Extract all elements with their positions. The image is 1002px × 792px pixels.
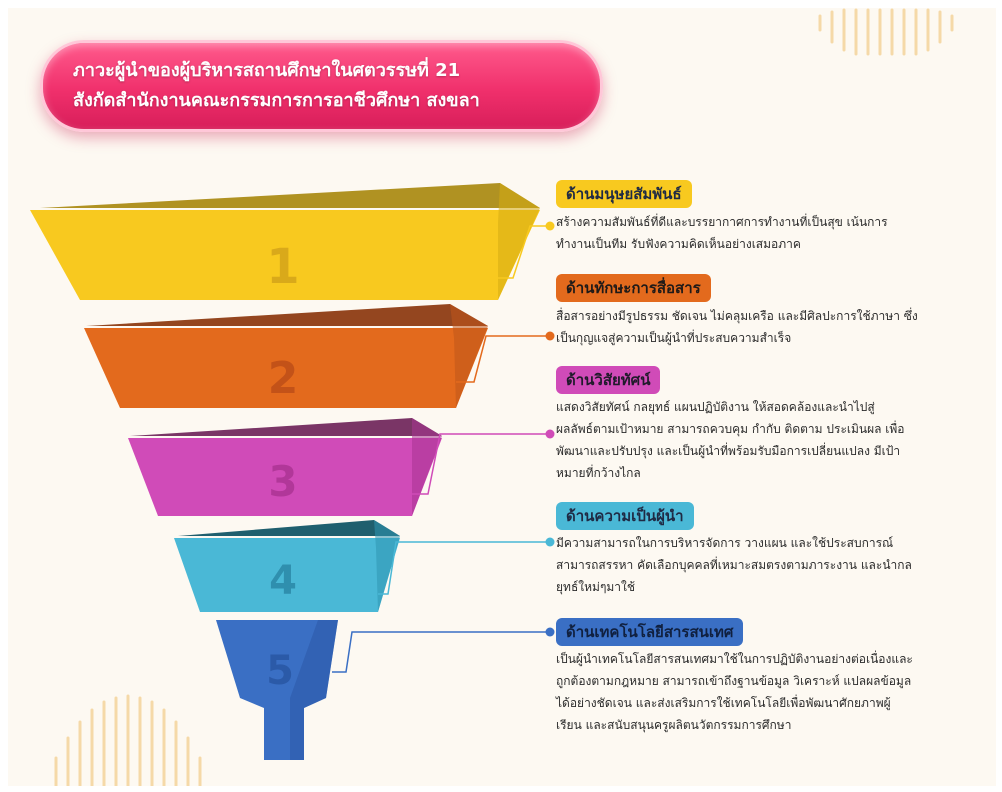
funnel-level-1: 1: [30, 183, 540, 300]
description-level-4-line: มีความสามารถในการบริหารจัดการ วางแผน และ…: [556, 536, 894, 550]
connector-dot-1: [545, 221, 555, 231]
funnel-level-4-side: [374, 520, 400, 612]
funnel-level-5-number: 5: [266, 648, 294, 694]
description-level-3-line: หมายที่กว้างไกล: [556, 466, 641, 480]
description-level-3-line: ผลลัพธ์ตามเป้าหมาย สามารถควบคุม กำกับ ติ…: [556, 422, 905, 436]
funnel-level-1-top: [40, 183, 540, 208]
description-level-5-line: เป็นผู้นำเทคโนโลยีสารสนเทศมาใช้ในการปฏิบ…: [556, 652, 913, 666]
title-line-1: ภาวะผู้นำของผู้บริหารสถานศึกษาในศตวรรษที…: [73, 60, 461, 81]
description-level-3-line: พัฒนาและปรับปรุง และเป็นผู้นำที่พร้อมรับ…: [556, 444, 901, 458]
funnel-level-3-number: 3: [268, 457, 297, 506]
description-level-5-line: ถูกต้องตามกฎหมาย สามารถเข้าถึงฐานข้อมูล …: [556, 674, 912, 688]
description-level-3: แสดงวิสัยทัศน์ กลยุทธ์ แผนปฏิบัติงาน ให้…: [556, 396, 976, 484]
funnel-level-4-top: [178, 520, 400, 536]
funnel-level-2-side: [450, 304, 488, 408]
connector-line-5: [332, 631, 550, 673]
funnel-level-2-face: [84, 328, 488, 408]
funnel-level-3: 3: [128, 418, 442, 516]
decor-stripes-bottom-left: [54, 694, 202, 786]
connector-line-4: [378, 541, 550, 595]
funnel-level-2-number: 2: [268, 353, 299, 404]
heading-level-5: ด้านเทคโนโลยีสารสนเทศ: [556, 618, 744, 646]
description-level-4-line: ยุทธ์ใหม่ๆมาใช้: [556, 580, 636, 594]
description-level-2: สื่อสารอย่างมีรูปธรรม ชัดเจน ไม่คลุมเครื…: [556, 305, 976, 349]
funnel-level-1-number: 1: [266, 239, 299, 295]
description-level-3-line: แสดงวิสัยทัศน์ กลยุทธ์ แผนปฏิบัติงาน ให้…: [556, 400, 875, 414]
description-level-4-line: สามารถสรรหา คัดเลือกบุคคลที่เหมาะสมตรงตา…: [556, 558, 912, 572]
description-level-2-line: สื่อสารอย่างมีรูปธรรม ชัดเจน ไม่คลุมเครื…: [556, 309, 918, 323]
funnel-level-3-top: [130, 418, 442, 436]
connector-dot-3: [545, 429, 555, 439]
funnel-level-3-side: [412, 418, 442, 516]
title-line-2: สังกัดสำนักงานคณะกรรมการการอาชีวศึกษา สง…: [73, 90, 480, 111]
connector-dot-2: [545, 331, 555, 341]
description-level-2-line: เป็นกุญแจสู่ความเป็นผู้นำที่ประสบความสำเ…: [556, 331, 792, 345]
funnel-level-3-face: [128, 438, 442, 516]
connector-line-2: [456, 335, 550, 383]
funnel-level-4: 4: [174, 520, 400, 612]
description-level-1-line: ทำงานเป็นทีม รับฟังความคิดเห็นอย่างเสมอภ…: [556, 237, 801, 251]
funnel-level-1-face: [30, 210, 540, 300]
description-level-5-line: ได้อย่างชัดเจน และส่งเสริมการใช้เทคโนโลย…: [556, 696, 891, 710]
connector-line-1: [498, 225, 550, 279]
heading-level-3: ด้านวิสัยทัศน์: [556, 366, 661, 394]
description-level-1-line: สร้างความสัมพันธ์ที่ดีและบรรยากาศการทำงา…: [556, 215, 888, 229]
funnel-level-5: 5: [216, 620, 338, 760]
heading-level-2: ด้านทักษะการสื่อสาร: [556, 274, 711, 302]
funnel-level-5-side: [290, 620, 338, 760]
funnel-diagram: 1 2 3 4 5: [30, 183, 555, 760]
decor-stripes-top-right: [818, 8, 954, 56]
title-banner: ภาวะผู้นำของผู้บริหารสถานศึกษาในศตวรรษที…: [40, 40, 603, 132]
description-level-5-line: เรียน และสนับสนุนครูผลิตนวัตกรรมการศึกษา: [556, 718, 792, 732]
funnel-level-1-side: [498, 183, 540, 300]
description-level-5: เป็นผู้นำเทคโนโลยีสารสนเทศมาใช้ในการปฏิบ…: [556, 648, 976, 736]
heading-level-4: ด้านความเป็นผู้นำ: [556, 502, 694, 530]
description-level-4: มีความสามารถในการบริหารจัดการ วางแผน และ…: [556, 532, 976, 598]
connector-dot-5: [545, 627, 555, 637]
description-level-1: สร้างความสัมพันธ์ที่ดีและบรรยากาศการทำงา…: [556, 211, 976, 255]
funnel-level-2-top: [86, 304, 488, 326]
heading-level-1: ด้านมนุษยสัมพันธ์: [556, 180, 692, 208]
connector-dot-4: [545, 537, 555, 547]
funnel-level-2: 2: [84, 304, 488, 408]
funnel-level-4-number: 4: [269, 558, 297, 604]
infographic-page: ภาวะผู้นำของผู้บริหารสถานศึกษาในศตวรรษที…: [8, 8, 996, 786]
funnel-level-4-face: [174, 538, 400, 612]
connector-line-3: [412, 433, 550, 495]
